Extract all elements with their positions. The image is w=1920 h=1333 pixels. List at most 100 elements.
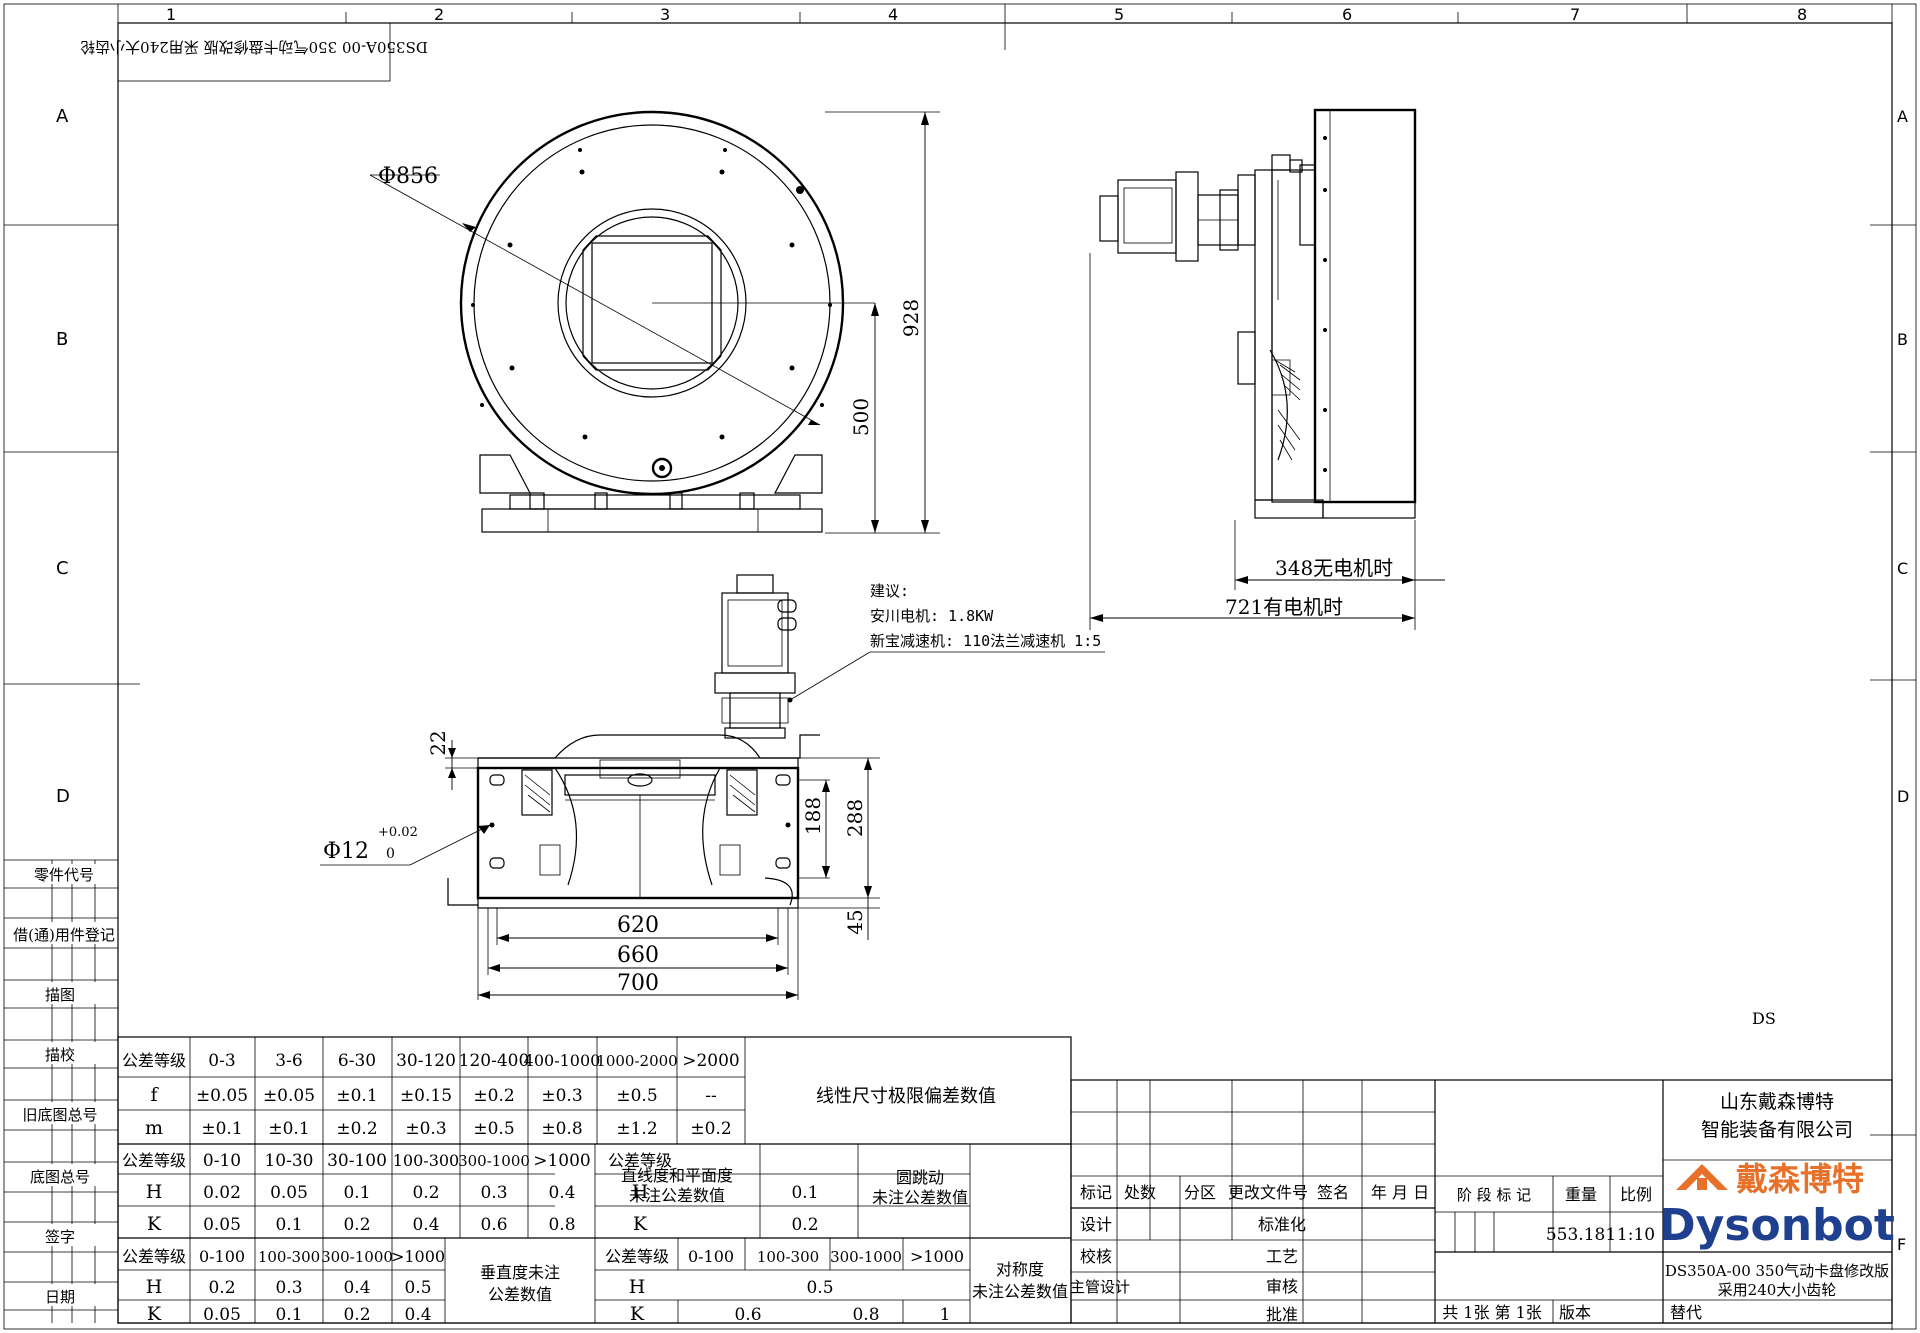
flat-h-4: 0.2 xyxy=(412,1183,439,1203)
label-check: 校核 xyxy=(1080,1247,1112,1266)
linear-range-5: 120-400 xyxy=(459,1051,530,1071)
row-c-right: C xyxy=(1897,559,1908,578)
row-letters: A B C D A B C D F xyxy=(56,106,1909,1254)
col-5: 5 xyxy=(1114,5,1124,24)
row-m-4: ±0.3 xyxy=(405,1119,446,1139)
perp-k-1: 0.05 xyxy=(203,1305,241,1325)
top-col-numbers: 1 2 3 4 5 6 7 8 xyxy=(166,5,1807,24)
flat-range-3: 30-100 xyxy=(327,1151,387,1171)
perp-k-label: K xyxy=(147,1303,162,1325)
front-bolt-holes xyxy=(471,148,832,440)
col-4: 4 xyxy=(888,5,898,24)
row-m-7: ±1.2 xyxy=(616,1119,657,1139)
col-7: 7 xyxy=(1570,5,1580,24)
diameter-leader xyxy=(369,174,821,426)
front-port-icon xyxy=(651,457,673,479)
flat-title-2: 未注公差数值 xyxy=(629,1186,725,1205)
label-stage: 阶 段 标 记 xyxy=(1457,1186,1531,1204)
row-b-left: B xyxy=(56,329,68,350)
sym-k-2: 0.8 xyxy=(852,1305,879,1325)
top-motor-cap xyxy=(736,574,774,594)
label-approve: 批准 xyxy=(1266,1305,1298,1324)
runout-rows: H 0.1 K 0.2 xyxy=(632,1181,819,1235)
left-zone-dividers xyxy=(4,224,1916,1136)
flat-k-1: 0.05 xyxy=(203,1215,241,1235)
label-review: 审核 xyxy=(1266,1277,1298,1296)
row-f-7: ±0.5 xyxy=(616,1086,657,1106)
flat-range-1: 0-10 xyxy=(203,1151,241,1171)
dim-288: 288 xyxy=(843,799,867,837)
flat-h-2: 0.05 xyxy=(270,1183,308,1203)
value-scale: 1:10 xyxy=(1617,1225,1655,1245)
perp-h-1: 0.2 xyxy=(208,1278,235,1298)
flat-k-5: 0.6 xyxy=(480,1215,507,1235)
sym-h-value: 0.5 xyxy=(806,1278,833,1298)
label-borrow-register: 借(通)用件登记 xyxy=(13,926,115,944)
row-f-5: ±0.2 xyxy=(473,1086,514,1106)
row-d-right: D xyxy=(1897,787,1909,806)
label-replace: 替代 xyxy=(1670,1303,1702,1322)
flat-h-label: H xyxy=(146,1181,163,1203)
perp-title-1: 垂直度未注 xyxy=(480,1263,560,1282)
linear-range-3: 6-30 xyxy=(338,1051,376,1071)
col-1: 1 xyxy=(166,5,176,24)
sym-k-label: K xyxy=(630,1303,645,1325)
note-line-3: 新宝减速机: 110法兰减速机 1:5 xyxy=(870,632,1101,650)
sym-k-1: 0.6 xyxy=(734,1305,761,1325)
col-3: 3 xyxy=(660,5,670,24)
note-line-2: 安川电机: 1.8KW xyxy=(870,607,994,625)
outer-frame xyxy=(3,3,1917,1330)
dim-phi-12: Φ12 xyxy=(323,839,369,864)
runout-h-label: H xyxy=(632,1181,649,1203)
label-weight: 重量 xyxy=(1565,1185,1597,1204)
perp-h-2: 0.3 xyxy=(275,1278,302,1298)
linear-range-4: 30-120 xyxy=(396,1051,456,1071)
linear-title: 线性尺寸极限偏差数值 xyxy=(816,1086,996,1107)
dysonbot-logo: 戴森博特 Dysonbot xyxy=(1659,1160,1895,1251)
perp-k-2: 0.1 xyxy=(275,1305,302,1325)
label-date: 日期 xyxy=(45,1288,75,1306)
linear-range-8: >2000 xyxy=(682,1051,740,1071)
sym-header: 公差等级 xyxy=(605,1247,669,1266)
flat-k-4: 0.4 xyxy=(412,1215,439,1235)
perp-h-label: H xyxy=(146,1276,163,1298)
sym-title-2: 未注公差数值 xyxy=(972,1282,1068,1301)
row-d-left: D xyxy=(56,786,70,807)
label-base-no: 底图总号 xyxy=(30,1168,90,1186)
label-scale: 比例 xyxy=(1620,1185,1652,1204)
company-name-2: 智能装备有限公司 xyxy=(1701,1119,1853,1141)
flat-header: 公差等级 xyxy=(122,1151,186,1170)
dim-700: 700 xyxy=(617,971,659,996)
row-m-2: ±0.1 xyxy=(268,1119,309,1139)
label-process: 工艺 xyxy=(1266,1247,1298,1266)
label-standard: 标准化 xyxy=(1258,1215,1306,1234)
perp-range-1: 0-100 xyxy=(199,1247,245,1266)
perp-title-2: 公差数值 xyxy=(488,1285,552,1304)
note-line-1: 建议: xyxy=(870,582,909,600)
runout-title-1: 圆跳动 xyxy=(896,1168,944,1187)
rev-signature: 签名 xyxy=(1317,1183,1349,1202)
front-view: Φ856 928 500 xyxy=(369,110,940,534)
row-f-2: ±0.05 xyxy=(263,1086,315,1106)
col-8: 8 xyxy=(1797,5,1807,24)
row-c-left: C xyxy=(56,558,69,579)
runout-title-2: 未注公差数值 xyxy=(872,1188,968,1207)
top-zone-ticks xyxy=(117,4,1688,50)
label-old-base-no: 旧底图总号 xyxy=(22,1106,97,1124)
sym-h-label: H xyxy=(629,1276,646,1298)
title-block: 标记 处数 分区 更改文件号 签名 年 月 日 设计 校核 主管设计 标准化 工… xyxy=(1070,1079,1895,1324)
runout-header: 公差等级 xyxy=(608,1151,672,1170)
flat-k-label: K xyxy=(147,1213,162,1235)
flat-range-4: 100-300 xyxy=(393,1151,459,1170)
linear-range-6: 400-1000 xyxy=(524,1051,601,1070)
dim-721: 721有电机时 xyxy=(1225,595,1343,619)
rev-zone: 分区 xyxy=(1184,1183,1216,1202)
side-view: 348无电机时 721有电机时 xyxy=(1089,108,1445,630)
rev-mark: 标记 xyxy=(1080,1183,1112,1202)
side-body-holes xyxy=(1323,136,1327,472)
label-version: 版本 xyxy=(1559,1303,1591,1322)
rev-date: 年 月 日 xyxy=(1371,1183,1429,1202)
perp-h-3: 0.4 xyxy=(343,1278,370,1298)
row-m-8: ±0.2 xyxy=(690,1119,731,1139)
